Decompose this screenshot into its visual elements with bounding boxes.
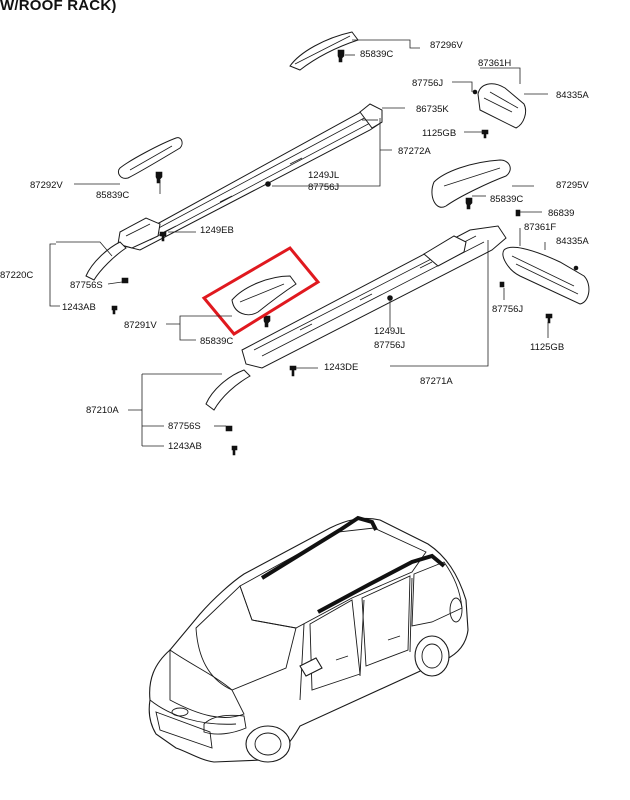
part-1125GB-bolt-right[interactable] (545, 313, 553, 324)
highlight-box-87291V (201, 246, 321, 336)
label-1125GB-top: 1125GB (422, 128, 456, 139)
part-85839C-clip-center[interactable] (263, 315, 271, 328)
label-84335A-top: 84335A (556, 90, 589, 101)
part-87271A-roof-rail-right[interactable] (241, 225, 507, 369)
label-85839C-top: 85839C (360, 49, 393, 60)
label-87210A: 87210A (86, 405, 119, 416)
part-87210A-end-trim[interactable] (205, 369, 251, 456)
label-84335A-right: 84335A (556, 236, 589, 247)
part-86839-screw[interactable] (515, 209, 521, 217)
part-87756J-clip-right[interactable] (499, 281, 505, 288)
label-1243AB-low: 1243AB (168, 441, 202, 452)
label-86839: 86839 (548, 208, 574, 219)
label-87291V: 87291V (124, 320, 157, 331)
vehicle-illustration (148, 515, 469, 763)
label-85839C-center: 85839C (200, 336, 233, 347)
label-87756S-left: 87756S (70, 280, 103, 291)
label-1249JL-top: 1249JL (308, 170, 339, 181)
label-87296V: 87296V (430, 40, 463, 51)
part-87272A-roof-rail-left[interactable] (123, 103, 383, 251)
part-85839C-clip-right[interactable] (465, 197, 473, 210)
label-87756J-top: 87756J (412, 78, 443, 89)
label-1125GB-right: 1125GB (530, 342, 564, 353)
label-85839C-left: 85839C (96, 190, 129, 201)
label-87756J-right: 87756J (492, 304, 523, 315)
label-87361H: 87361H (478, 58, 511, 69)
label-87756S-low: 87756S (168, 421, 201, 432)
callout-labels: 87296V 85839C 87361H 87756J 84335A 86735… (0, 40, 589, 452)
part-1243DE-bolt[interactable] (289, 365, 297, 377)
leader-lines (49, 39, 549, 447)
part-87361H-end-cap[interactable] (472, 83, 527, 129)
part-87220C-end-trim[interactable] (85, 241, 129, 315)
label-1249JL-low: 1249JL (374, 326, 405, 337)
label-87272A: 87272A (398, 146, 431, 157)
label-1243AB-left: 1243AB (62, 302, 96, 313)
part-85839C-clip-top[interactable] (337, 49, 345, 63)
label-87292V: 87292V (30, 180, 63, 191)
part-87296V-cover[interactable] (289, 31, 359, 71)
part-1125GB-bolt-top[interactable] (481, 129, 489, 139)
label-86735K: 86735K (416, 104, 449, 115)
part-85839C-clip-left[interactable] (155, 171, 163, 184)
part-87291V-cover[interactable] (231, 275, 297, 316)
label-87295V: 87295V (556, 180, 589, 191)
part-87361F-end-cap[interactable] (502, 246, 590, 305)
diagram-title: W/ROOF RACK) (0, 0, 117, 14)
label-1249EB: 1249EB (200, 225, 234, 236)
label-87361F: 87361F (524, 222, 556, 233)
part-87292V-cover[interactable] (117, 137, 183, 179)
label-1243DE: 1243DE (324, 362, 358, 373)
label-85839C-right: 85839C (490, 194, 523, 205)
part-87295V-cover[interactable] (431, 159, 511, 208)
label-87756J-low: 87756J (374, 340, 405, 351)
label-87271A: 87271A (420, 376, 453, 387)
label-87220C: 87220C (0, 270, 33, 281)
label-87756J-mid: 87756J (308, 182, 339, 193)
